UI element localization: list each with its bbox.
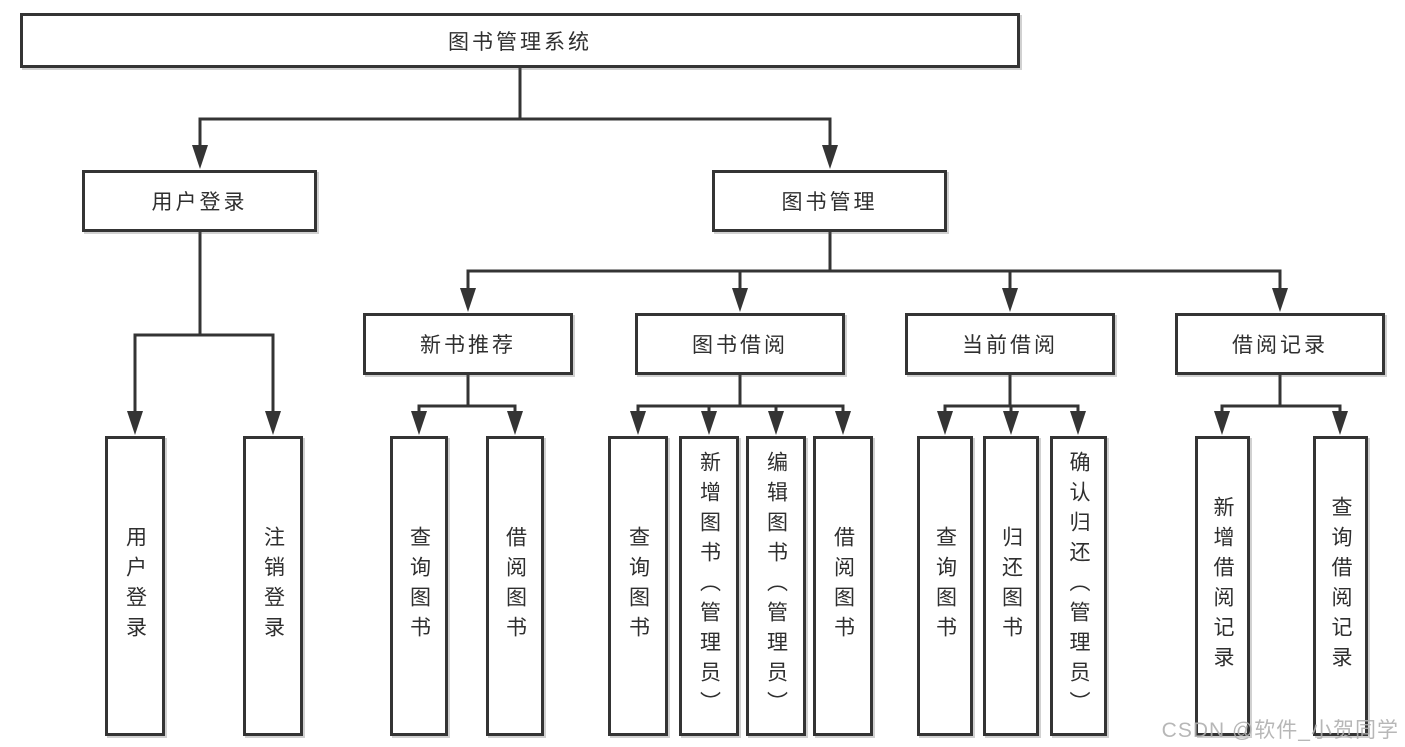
node-label: 查询借阅记录	[1329, 496, 1352, 676]
node-label: 新增借阅记录	[1211, 496, 1234, 676]
node-new-book-recommend: 新书推荐	[363, 313, 573, 375]
leaf-query-books-current: 查询图书	[917, 436, 973, 736]
connector-user-login-group	[133, 230, 275, 418]
node-label: 查询图书	[626, 526, 650, 646]
arrowhead-icons	[127, 145, 1348, 435]
connector-new-book-group	[417, 373, 517, 418]
node-label: 图书借阅	[692, 334, 788, 357]
leaf-query-books-borrow: 查询图书	[608, 436, 668, 736]
leaf-return-books: 归还图书	[983, 436, 1039, 736]
node-borrow-records: 借阅记录	[1175, 313, 1385, 375]
leaf-logout: 注销登录	[243, 436, 303, 736]
node-label: 查询图书	[407, 526, 431, 646]
node-book-borrow: 图书借阅	[635, 313, 845, 375]
leaf-add-book-admin: 新增图书（管理员）	[679, 436, 739, 736]
connector-root-to-level2	[198, 66, 832, 152]
node-current-borrow: 当前借阅	[905, 313, 1115, 375]
connector-book-management-to-level3	[466, 230, 1282, 296]
node-label: 用户登录	[151, 191, 248, 214]
node-label: 新增图书（管理员）	[697, 451, 721, 721]
node-label: 当前借阅	[962, 334, 1058, 357]
node-label: 借阅图书	[503, 526, 527, 646]
leaf-borrow-books-recommend: 借阅图书	[486, 436, 544, 736]
node-label: 归还图书	[999, 526, 1023, 646]
node-user-login: 用户登录	[82, 170, 317, 232]
node-label: 借阅记录	[1232, 334, 1328, 357]
leaf-user-login: 用户登录	[105, 436, 165, 736]
leaf-confirm-return-admin: 确认归还（管理员）	[1050, 436, 1107, 736]
node-label: 查询图书	[933, 526, 957, 646]
leaf-query-books-recommend: 查询图书	[390, 436, 448, 736]
connector-borrow-records-group	[1220, 373, 1342, 418]
watermark: CSDN @软件_小贺同学	[1161, 719, 1399, 742]
connector-book-borrow-group	[636, 373, 845, 418]
node-label: 用户登录	[123, 526, 147, 646]
node-label: 确认归还（管理员）	[1067, 451, 1090, 721]
connector-current-borrow-group	[943, 373, 1080, 418]
node-label: 图书管理	[781, 191, 878, 214]
node-label: 图书管理系统	[448, 30, 592, 54]
node-label: 借阅图书	[831, 526, 855, 646]
node-library-system: 图书管理系统	[20, 13, 1020, 68]
node-label: 编辑图书（管理员）	[764, 451, 788, 721]
node-book-management: 图书管理	[712, 170, 947, 232]
leaf-borrow-books: 借阅图书	[813, 436, 873, 736]
node-label: 注销登录	[261, 526, 285, 646]
leaf-query-borrow-record: 查询借阅记录	[1313, 436, 1368, 736]
leaf-edit-book-admin: 编辑图书（管理员）	[746, 436, 806, 736]
node-label: 新书推荐	[420, 334, 516, 357]
leaf-add-borrow-record: 新增借阅记录	[1195, 436, 1250, 736]
